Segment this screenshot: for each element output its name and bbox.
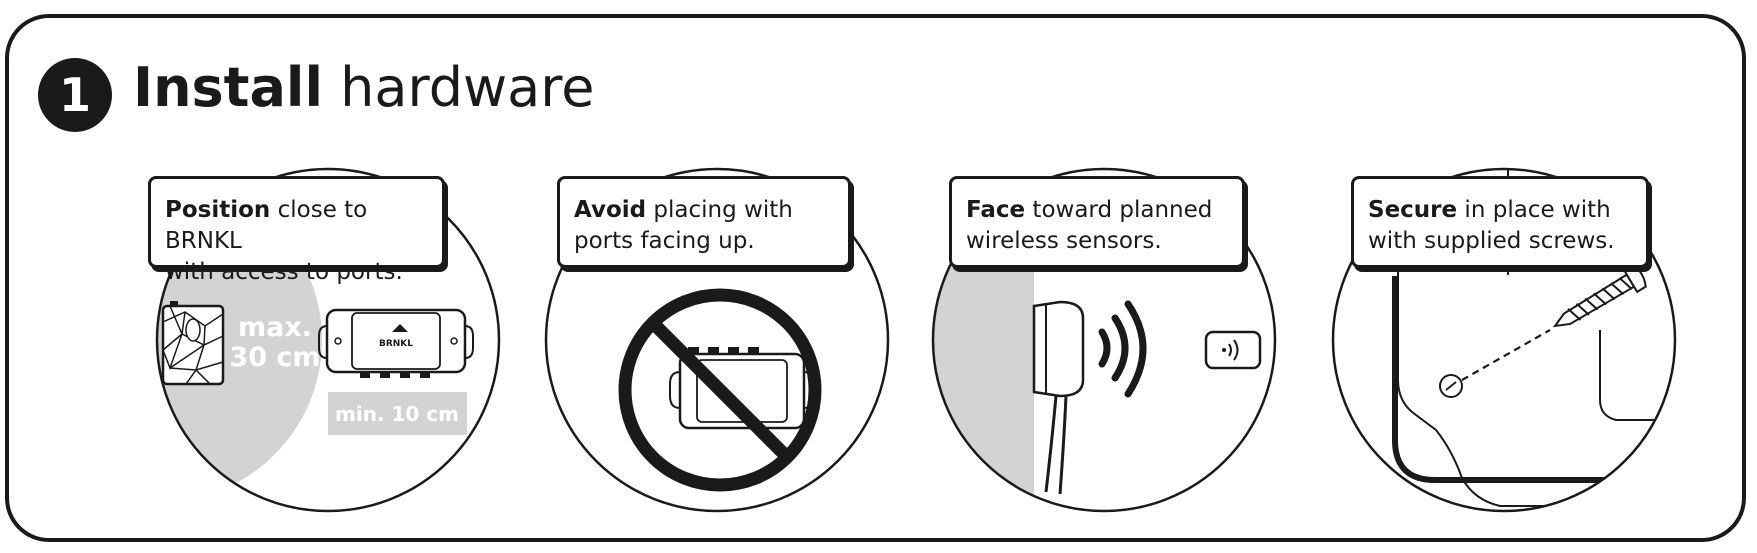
wireless-signal-icon (1098, 300, 1147, 398)
panel-2-circle (544, 167, 890, 513)
min-distance-zone (328, 392, 467, 435)
callout-secure-line1: in place with (1457, 197, 1611, 223)
callout-face-line2: wireless sensors. (966, 228, 1162, 254)
brnkl-unit-icon (161, 301, 225, 386)
step-number-badge: 1 (38, 58, 112, 132)
title-light: hardware (340, 56, 595, 119)
max-distance-label-2: 30 cm (229, 342, 320, 373)
callout-secure-bold: Secure (1368, 197, 1458, 223)
callout-avoid-bold: Avoid (574, 197, 647, 223)
callout-position-line2: with access to ports. (165, 259, 403, 285)
callout-position-bold: Position (165, 197, 271, 223)
min-distance-label: min. 10 cm (335, 402, 459, 426)
cabinet-edge-line (1397, 169, 1675, 507)
callout-face: Face toward planned wireless sensors. (949, 176, 1245, 268)
panel-1-circle (155, 167, 501, 513)
callout-avoid: Avoid placing with ports facing up. (557, 176, 851, 268)
callout-face-bold: Face (966, 197, 1026, 223)
page-title: Install hardware (133, 52, 594, 124)
callout-avoid-line1: placing with (646, 197, 793, 223)
mount-bracket-outline (1392, 276, 1675, 483)
callout-secure-line2: with supplied screws. (1368, 228, 1615, 254)
panel-3-circle (931, 167, 1277, 513)
title-bold: Install (133, 56, 323, 119)
panel-4-circle (1331, 167, 1677, 513)
callout-face-line1: toward planned (1025, 197, 1213, 223)
hub-brand-label: BRNKL (379, 339, 413, 349)
wall-mounted-device-icon (1032, 300, 1085, 495)
screw-icon (1552, 263, 1647, 328)
max-distance-label-1: max. (238, 312, 312, 343)
callout-avoid-line2: ports facing up. (574, 228, 755, 254)
screw-hole-icon (1439, 374, 1463, 398)
callout-position: Position close to BRNKL with access to p… (148, 176, 445, 285)
hub-device-icon: BRNKL (318, 308, 474, 378)
callout-position-line1: close to BRNKL (165, 197, 368, 254)
screw-path-line (1461, 329, 1551, 381)
wireless-sensor-icon (1204, 330, 1262, 370)
prohibited-icon (618, 288, 822, 492)
callout-secure: Secure in place with with supplied screw… (1351, 176, 1649, 268)
